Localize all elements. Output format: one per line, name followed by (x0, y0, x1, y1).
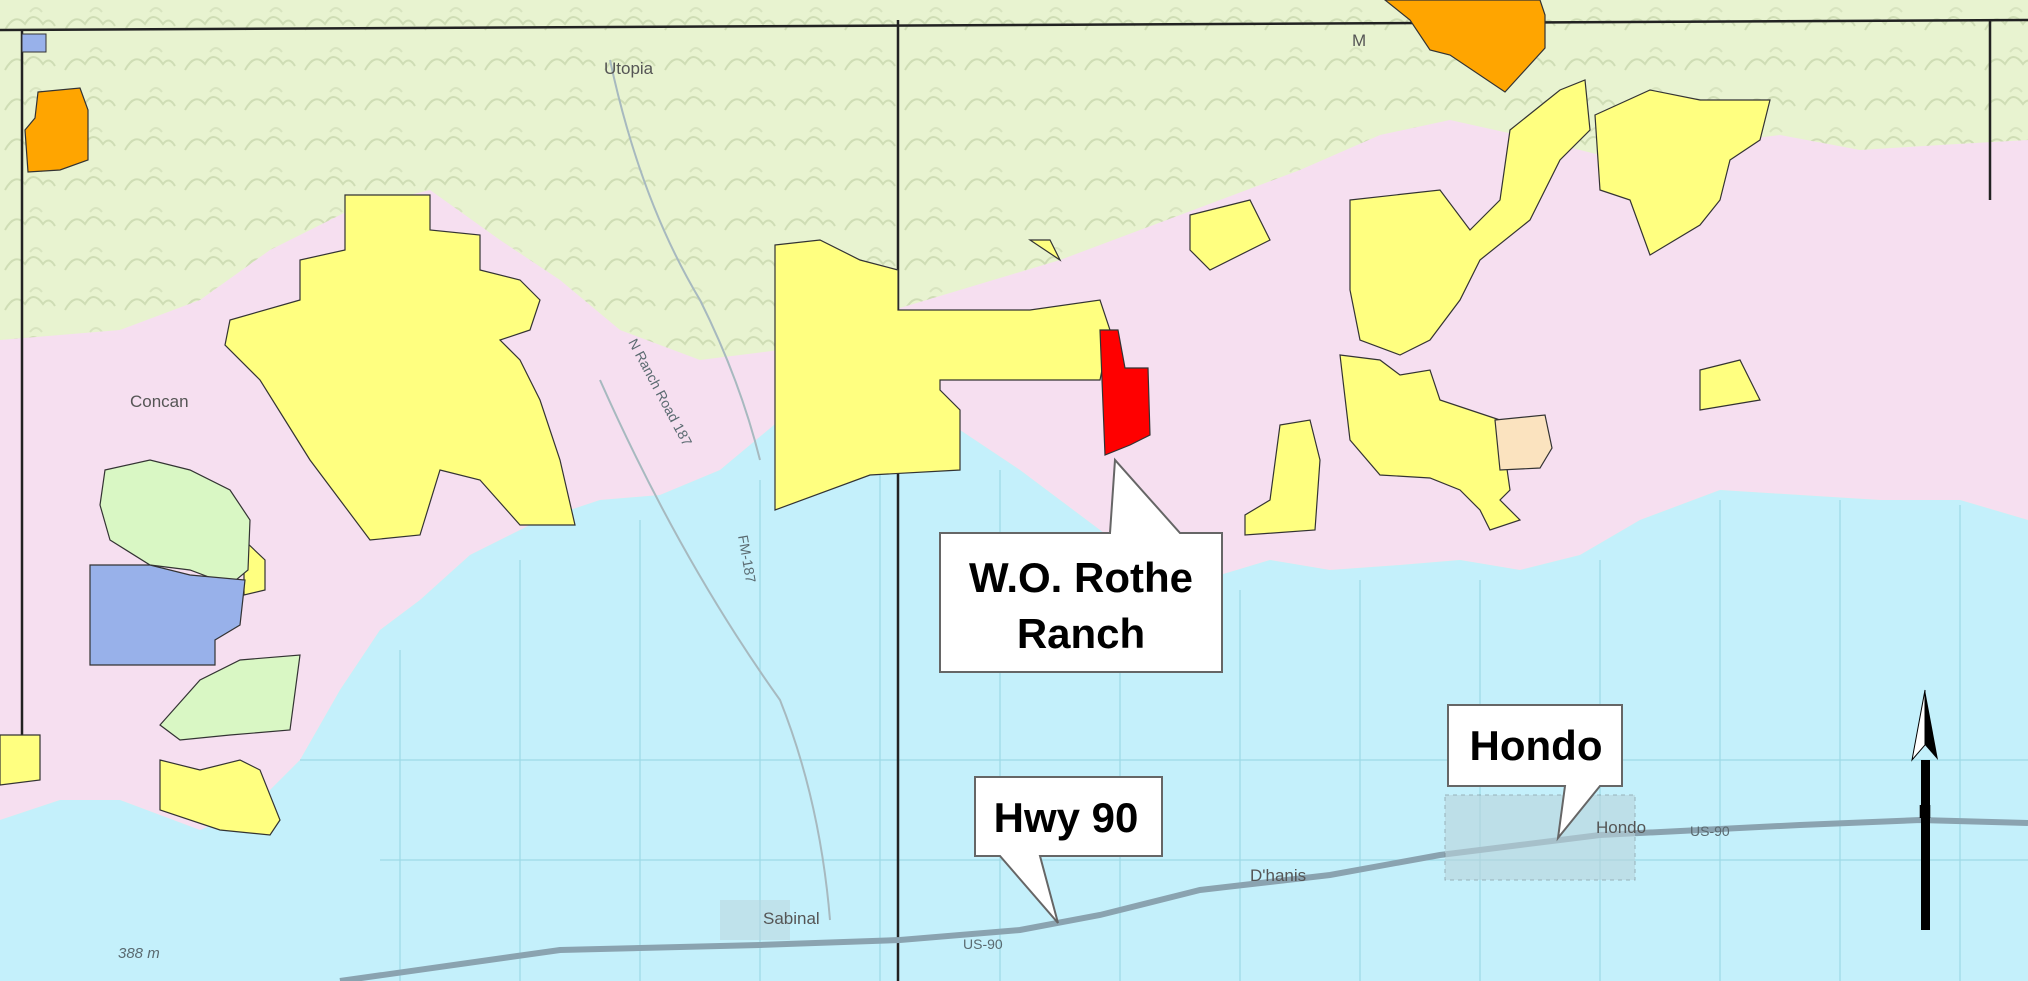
callout-ranch-line1: W.O. Rothe (969, 554, 1193, 601)
place-label-dhanis: D'hanis (1250, 866, 1306, 885)
callout-hondo: Hondo (1447, 704, 1623, 842)
parcels-orange (24, 0, 1546, 173)
highway-us90 (339, 816, 2028, 981)
place-label-utopia: Utopia (604, 59, 654, 78)
callout-ranch: W.O. Rothe Ranch (939, 457, 1223, 673)
fm187-road (599, 379, 831, 921)
place-label-partial: M (1352, 31, 1366, 50)
ranch-road (609, 59, 761, 461)
place-label-hondo: Hondo (1596, 818, 1646, 837)
callout-hwy90: Hwy 90 (974, 776, 1163, 924)
parcels-yellow (0, 79, 1771, 836)
featured-ranch-parcel[interactable] (1099, 329, 1151, 456)
road-label-us90-right: US-90 (1690, 823, 1730, 839)
place-label-sabinal: Sabinal (763, 909, 820, 928)
sabinal-town-area (720, 900, 790, 940)
parcel-blue-small (21, 33, 47, 53)
road-label-us90-left: US-90 (963, 936, 1003, 952)
callout-ranch-line2: Ranch (1017, 610, 1145, 657)
parcels-green (99, 459, 301, 741)
county-lines (0, 18, 2028, 981)
north-arrow-label: N (1919, 802, 1932, 822)
callout-hondo-text: Hondo (1470, 722, 1603, 769)
hondo-town-area (1444, 794, 1636, 881)
place-label-concan: Concan (130, 392, 189, 411)
callout-hwy90-text: Hwy 90 (994, 794, 1139, 841)
parcel-blue (89, 564, 246, 666)
elevation-label: 388 m (118, 945, 160, 962)
parcel-tan (1494, 414, 1553, 471)
north-arrow-icon: N (1911, 689, 1938, 930)
